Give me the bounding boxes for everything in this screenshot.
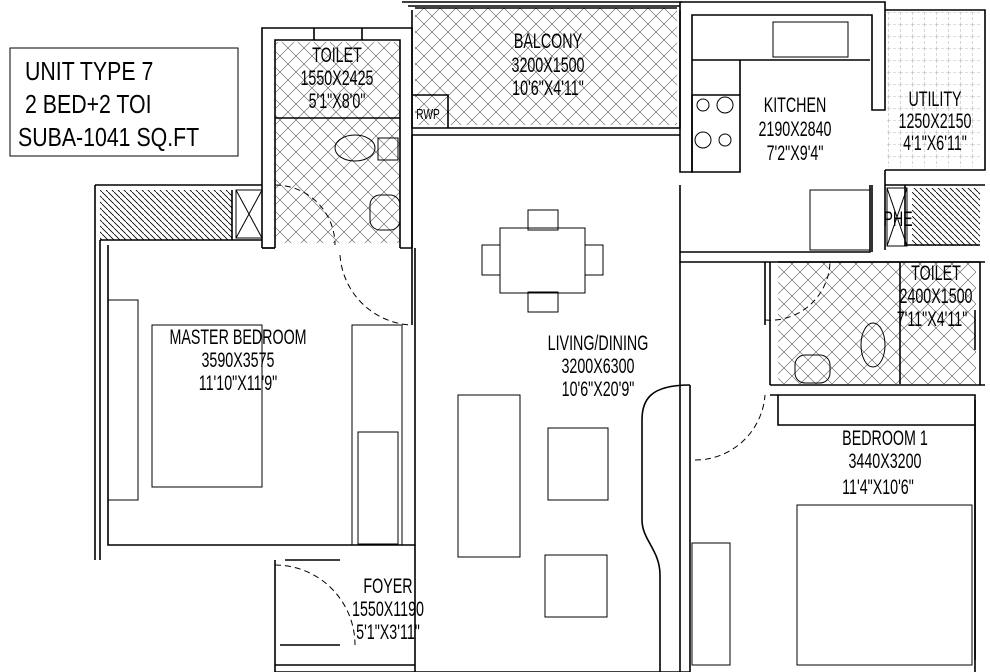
duct-hatch — [912, 188, 980, 246]
room-name: MASTER BEDROOM — [169, 325, 306, 348]
room-name: BALCONY — [514, 29, 582, 52]
utility-floor — [887, 12, 982, 167]
room-name: UTILITY — [908, 87, 961, 110]
room-size-mm: 3590X3575 — [202, 348, 275, 371]
title-unit-type: UNIT TYPE 7 — [25, 57, 153, 87]
washbasin-2-icon — [794, 354, 831, 384]
label-bedroom-1: BEDROOM 1 3440X3200 11'4"X10'6" — [842, 426, 928, 498]
sofa-icon — [457, 394, 521, 558]
balcony-floor — [415, 8, 677, 125]
coffee-table-icon — [547, 427, 609, 501]
label-toilet-2: TOILET 2400X1500 7'11"X4'11" — [897, 261, 973, 330]
wc-icon — [334, 134, 376, 162]
label-master-bedroom: MASTER BEDROOM 3590X3575 11'10"X11'9" — [169, 325, 306, 394]
room-name: KITCHEN — [764, 93, 827, 116]
walls — [94, 1, 986, 672]
room-size-mm: 1550X2425 — [301, 66, 374, 89]
wc-2-icon — [860, 322, 886, 368]
room-name: TOILET — [312, 43, 362, 66]
master-bed-icon — [151, 324, 263, 488]
dining-table-icon — [499, 227, 586, 294]
title-block: UNIT TYPE 7 2 BED+2 TOI SUBA-1041 SQ.FT — [9, 47, 239, 157]
sunshade-hatch — [100, 190, 232, 240]
furniture — [107, 21, 973, 666]
room-name: LIVING/DINING — [548, 331, 649, 354]
room-size-mm: 3200X6300 — [562, 354, 635, 377]
room-size-mm: 1550X1190 — [352, 597, 424, 620]
fridge-icon — [809, 189, 871, 251]
room-size-ft: 7'2"X9'4" — [767, 141, 824, 164]
title-config: 2 BED+2 TOI — [25, 90, 152, 120]
label-foyer: FOYER 1550X1190 5'1"X3'11" — [352, 574, 424, 643]
room-size-ft: 10'6"X20'9" — [562, 377, 635, 400]
toilet-2-floor — [778, 262, 976, 384]
label-utility: UTILITY 1250X2150 4'1"X6'11" — [899, 87, 972, 154]
room-size-mm: 3200X1500 — [512, 53, 585, 76]
room-size-ft: 5'1"X3'11" — [356, 620, 420, 643]
phe-tag: PHE — [883, 207, 912, 230]
label-kitchen: KITCHEN 2190X2840 7'2"X9'4" — [759, 93, 832, 164]
room-name: FOYER — [363, 574, 412, 597]
label-living-dining: LIVING/DINING 3200X6300 10'6"X20'9" — [548, 331, 649, 400]
bed-1-icon — [796, 504, 973, 666]
door-swings — [274, 184, 831, 646]
room-size-ft: 11'10"X11'9" — [199, 371, 278, 394]
room-size-ft: 10'6"X4'11" — [512, 76, 584, 99]
label-balcony: BALCONY 3200X1500 10'6"X4'11" — [512, 29, 585, 99]
room-size-mm: 3440X3200 — [849, 449, 922, 472]
room-size-mm: 2400X1500 — [900, 284, 973, 307]
room-size-mm: 1250X2150 — [899, 109, 972, 132]
room-name: BEDROOM 1 — [842, 426, 928, 449]
wardrobe-2-icon — [691, 542, 731, 666]
washbasin-icon — [369, 194, 401, 231]
rwp-tag: RWP — [416, 105, 440, 123]
room-name: TOILET — [911, 261, 961, 284]
toilet-master-floor-upper — [275, 42, 400, 118]
sink-icon — [772, 21, 849, 58]
toilet-master-floor — [275, 118, 400, 243]
room-size-ft: 11'4"X10'6" — [842, 475, 914, 498]
label-toilet-master: TOILET 1550X2425 5'1"X8'0" — [301, 43, 374, 112]
armchair-icon — [544, 554, 608, 618]
wardrobe-icon — [351, 324, 403, 546]
room-size-mm: 2190X2840 — [759, 117, 832, 140]
room-size-ft: 7'11"X4'11" — [897, 307, 968, 330]
room-size-ft: 5'1"X8'0" — [309, 89, 366, 112]
title-area: SUBA-1041 SQ.FT — [18, 123, 199, 153]
room-size-ft: 4'1"X6'11" — [903, 131, 967, 154]
